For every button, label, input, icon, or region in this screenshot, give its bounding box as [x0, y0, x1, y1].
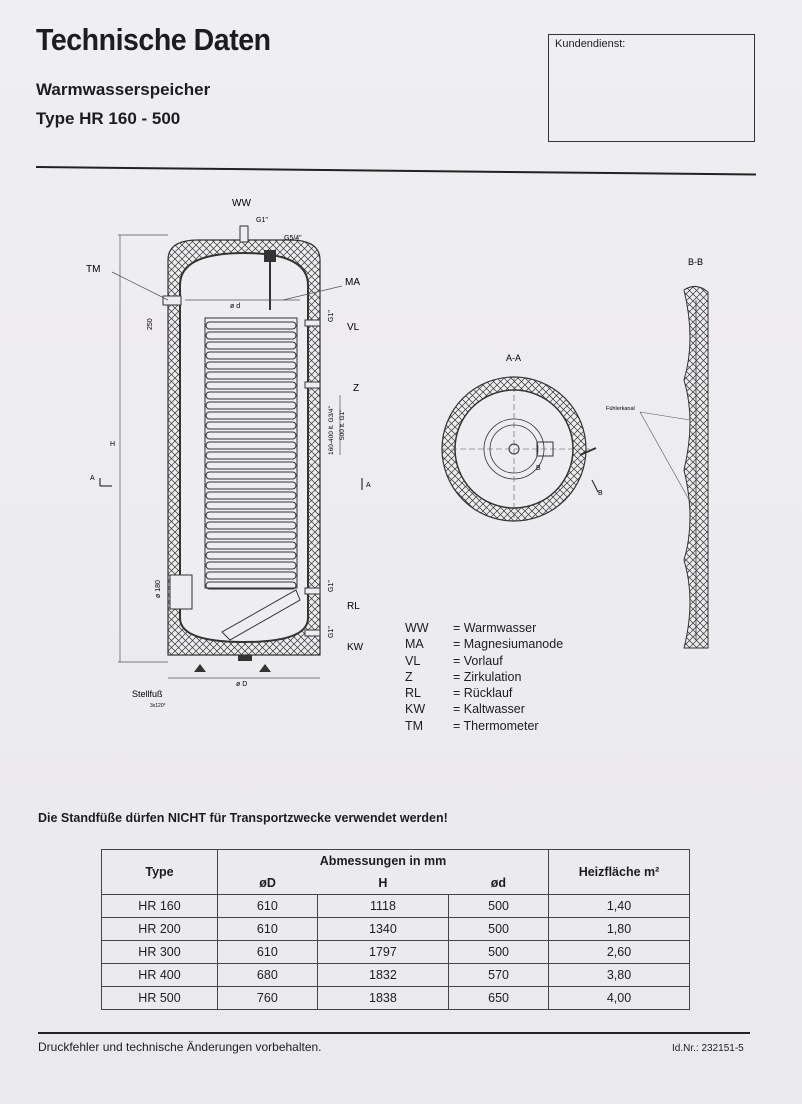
- table-header-row: Type Abmessungen in mm Heizfläche m²: [101, 849, 690, 895]
- label-fuehlerkanal: Fühlerkanal: [606, 406, 635, 412]
- type-range: Type HR 160 - 500: [36, 109, 181, 128]
- page-subtitle: Warmwasserspeicher: [36, 80, 211, 99]
- coil-turn: [205, 451, 297, 460]
- legend-item: MA= Magnesiumanode: [405, 637, 564, 652]
- label-section-aa: A-A: [506, 353, 521, 363]
- coil-turn: [205, 381, 297, 390]
- coil-turn: [205, 461, 297, 470]
- coil-turn: [205, 341, 297, 350]
- page-title: Technische Daten: [36, 22, 271, 57]
- kundendienst-box: Kundendienst:: [548, 34, 755, 142]
- col-heiz-header: Heizfläche m²: [548, 849, 690, 895]
- coil-turn: [205, 331, 297, 340]
- legend-item: TM= Thermometer: [405, 718, 539, 733]
- transport-warning: Die Standfüße dürfen NICHT für Transport…: [38, 811, 448, 825]
- abbreviation-legend: WW= Warmwasser MA= Magnesiumanode VL= Vo…: [405, 620, 563, 734]
- label-section-bb: B-B: [688, 257, 703, 267]
- label-stellfuss-sub: 3x120°: [150, 703, 166, 709]
- label-b-mark-2: B: [598, 490, 603, 497]
- label-g1-rl: G1": [328, 580, 335, 592]
- coil-turn: [205, 361, 297, 370]
- footer-id-number: Id.Nr.: 232151-5: [672, 1043, 744, 1054]
- heating-coil: [204, 317, 298, 589]
- label-z-dims-1: 160-400 lt. G3/4": [328, 405, 335, 455]
- coil-turn: [205, 391, 297, 400]
- label-g1-top: G1": [256, 217, 268, 224]
- coil-turn: [205, 401, 297, 410]
- technical-drawing: WW G1" G5/4" TM MA ø d VL Z H 250 G1" 16…: [86, 198, 709, 709]
- coil-turn: [205, 431, 297, 440]
- kundendienst-label: Kundendienst:: [555, 38, 626, 50]
- coil-turn: [205, 371, 297, 380]
- section-a-a: [441, 376, 599, 522]
- coil-turn: [205, 441, 297, 450]
- legend-item: WW= Warmwasser: [405, 621, 537, 635]
- coil-turn: [205, 491, 297, 500]
- coil-return-pipe: [221, 589, 301, 641]
- coil-turn: [205, 551, 297, 560]
- coil-turns: [205, 321, 301, 641]
- label-kw: KW: [347, 642, 364, 653]
- label-od-inner: ø d: [230, 303, 240, 310]
- label-stellfuss: Stellfuß: [132, 689, 163, 699]
- label-a-left: A: [90, 475, 95, 482]
- coil-turn: [205, 421, 297, 430]
- label-g1-vl: G1": [328, 310, 335, 322]
- coil-turn: [205, 351, 297, 360]
- coil-turn: [205, 321, 297, 330]
- coil-turn: [205, 581, 297, 590]
- col-oD-header: øD: [217, 872, 318, 895]
- label-rl: RL: [347, 601, 360, 612]
- label-h: H: [110, 441, 115, 448]
- col-od-header: ød: [448, 872, 549, 895]
- dimensions-table: Type Abmessungen in mm Heizfläche m² øD …: [101, 849, 690, 1010]
- label-d180: ø 180: [155, 580, 162, 598]
- label-ww: WW: [232, 198, 251, 209]
- coil-turn: [205, 561, 297, 570]
- label-ma: MA: [345, 277, 360, 288]
- label-z: Z: [353, 383, 359, 394]
- coil-turn: [205, 541, 297, 550]
- label-250: 250: [147, 318, 154, 330]
- col-H-header: H: [317, 872, 449, 895]
- label-tm: TM: [86, 264, 100, 275]
- coil-turn: [205, 411, 297, 420]
- table-subheader-row: øD H ød: [102, 872, 690, 895]
- legend-item: RL= Rücklauf: [405, 686, 513, 701]
- coil-turn: [205, 501, 297, 510]
- coil-turn: [205, 511, 297, 520]
- col-group-header: Abmessungen in mm: [217, 849, 549, 872]
- coil-turn: [205, 571, 297, 580]
- footer-disclaimer: Druckfehler und technische Änderungen vo…: [38, 1040, 322, 1054]
- label-g54: G5/4": [284, 235, 302, 242]
- label-b-mark: B: [536, 465, 541, 472]
- coil-turn: [205, 471, 297, 480]
- legend-item: KW= Kaltwasser: [405, 702, 525, 717]
- section-b-b: [639, 286, 709, 649]
- coil-turn: [205, 531, 297, 540]
- coil-turn: [205, 521, 297, 530]
- legend-item: Z= Zirkulation: [405, 669, 522, 684]
- label-g1-kw: G1": [328, 626, 335, 638]
- label-od-outer: ø D: [236, 681, 247, 688]
- legend-item: VL= Vorlauf: [405, 653, 503, 668]
- label-z-dims-2: 500 lt. G1": [339, 409, 346, 440]
- label-vl: VL: [347, 322, 360, 333]
- footer-rule: [38, 1032, 750, 1034]
- label-a-right: A: [366, 482, 371, 489]
- col-type-header: Type: [101, 849, 218, 895]
- coil-turn: [205, 481, 297, 490]
